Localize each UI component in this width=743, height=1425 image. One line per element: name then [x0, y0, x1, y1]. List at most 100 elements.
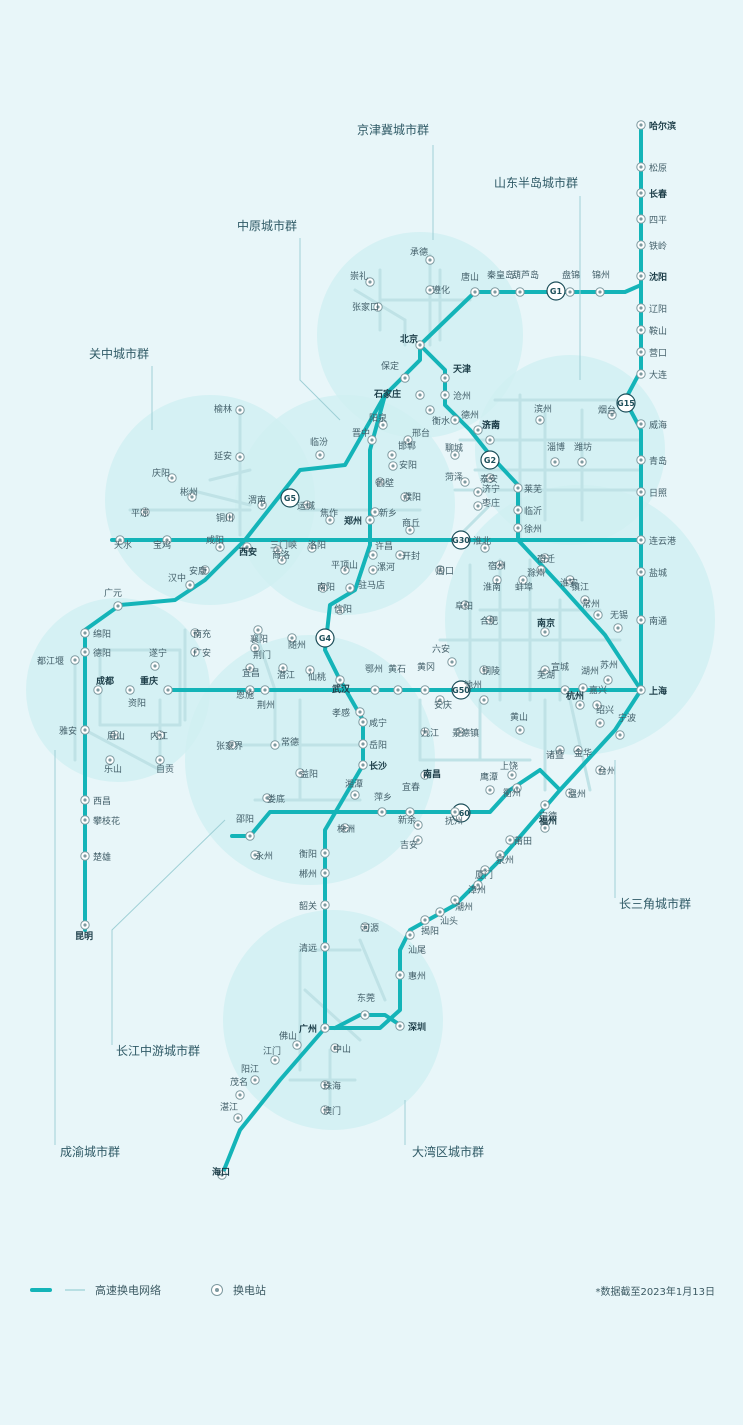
station-label: 荆州: [257, 699, 275, 711]
station-marker-dot: [443, 393, 447, 397]
cluster-label-4: 成渝城市群: [60, 1144, 120, 1159]
station-label: 成都: [96, 675, 114, 687]
station-label: 宁德: [539, 810, 557, 822]
station-label: 滨州: [534, 403, 552, 415]
legend: 高速换电网络 换电站: [30, 1282, 266, 1298]
station-label: 莱芜: [524, 483, 542, 495]
station-label: 延安: [214, 450, 232, 462]
station-marker-dot: [639, 688, 643, 692]
station-label: 荆门: [253, 649, 271, 661]
station-marker-dot: [378, 480, 382, 484]
station-label: 六安: [432, 643, 450, 655]
station-marker-dot: [423, 730, 427, 734]
station-label: 菏泽: [445, 472, 463, 483]
station-marker-dot: [516, 486, 520, 490]
station-marker-dot: [476, 490, 480, 494]
station-marker-dot: [416, 823, 420, 827]
station-marker-dot: [220, 1173, 224, 1177]
station-label: 揭阳: [421, 925, 439, 937]
station-marker-dot: [260, 503, 264, 507]
cluster-label-7: 大湾区城市群: [412, 1144, 484, 1159]
station-label: 哈尔滨: [649, 120, 676, 132]
station-label: 连云港: [649, 535, 676, 547]
station-marker-dot: [416, 838, 420, 842]
station-label: 池州: [464, 679, 482, 691]
station-marker-dot: [358, 710, 362, 714]
station-marker-dot: [482, 668, 486, 672]
station-label: 营口: [649, 347, 667, 359]
cluster-leader-2: [299, 238, 341, 421]
station-marker-dot: [253, 853, 257, 857]
charging-station-icon: [211, 1284, 223, 1296]
station-marker-dot: [428, 288, 432, 292]
station-label: 宣城: [551, 661, 569, 673]
station-label: 沧州: [453, 390, 471, 402]
station-marker-dot: [639, 328, 643, 332]
highway-label-G15: G15: [617, 399, 635, 408]
station-label: 杭州: [566, 690, 584, 702]
station-marker-dot: [323, 851, 327, 855]
station-label: 景德镇: [452, 727, 479, 739]
station-label: 中山: [333, 1043, 351, 1055]
station-label: 襄阳: [250, 633, 268, 645]
station-marker-dot: [568, 578, 572, 582]
station-label: 聊城: [445, 442, 463, 454]
station-marker-dot: [595, 703, 599, 707]
station-marker-dot: [373, 510, 377, 514]
station-label: 自贡: [156, 763, 174, 775]
station-label: 秦皇岛: [487, 269, 514, 281]
station-label: 阜阳: [455, 600, 473, 612]
station-marker-dot: [218, 545, 222, 549]
station-marker-dot: [143, 510, 147, 514]
station-label: 黄冈: [417, 661, 435, 673]
highway-label-G2: G2: [484, 456, 496, 465]
station-marker-dot: [290, 636, 294, 640]
station-marker-dot: [598, 768, 602, 772]
station-marker-dot: [188, 583, 192, 587]
station-marker-dot: [363, 925, 367, 929]
station-marker-dot: [238, 1093, 242, 1097]
station-label: 泉州: [496, 854, 514, 866]
station-label: 长春: [649, 188, 668, 200]
station-label: 咸宁: [369, 717, 387, 729]
station-marker-dot: [396, 688, 400, 692]
station-label: 东莞: [357, 992, 375, 1004]
station-marker-dot: [543, 826, 547, 830]
station-marker-dot: [553, 460, 557, 464]
station-marker-dot: [373, 688, 377, 692]
station-marker-dot: [391, 464, 395, 468]
station-label: 温州: [568, 789, 586, 800]
station-label: 宿迁: [537, 553, 555, 565]
station-label: 淮北: [473, 536, 491, 547]
station-marker-dot: [576, 748, 580, 752]
trunk-highway-5: [333, 1013, 402, 1030]
station-marker-dot: [230, 743, 234, 747]
station-label: 三门峡: [270, 539, 297, 551]
station-marker-dot: [253, 646, 257, 650]
highway-badge-G4: [315, 628, 335, 648]
station-label: 承德: [410, 246, 428, 258]
station-label: 长沙: [369, 760, 387, 772]
minor-road-27: [253, 628, 277, 692]
station-marker-dot: [510, 773, 514, 777]
station-marker-dot: [263, 688, 267, 692]
highway-badge-G50: [451, 680, 471, 700]
station-label: 唐山: [461, 271, 479, 283]
station-marker-dot: [368, 518, 372, 522]
station-label: 诸暨: [546, 750, 564, 761]
highway-badge-G5: [280, 488, 300, 508]
station-label: 湛江: [220, 1102, 238, 1113]
station-marker-dot: [273, 1058, 277, 1062]
station-label: 信阳: [334, 603, 352, 615]
station-marker-dot: [616, 626, 620, 630]
highway-badge-G15: [616, 393, 636, 413]
station-marker-dot: [438, 568, 442, 572]
station-marker-dot: [639, 165, 643, 169]
station-label: 萍乡: [374, 792, 392, 803]
station-label: 新乡: [379, 507, 397, 519]
station-label: 石家庄: [373, 388, 401, 400]
cluster-area-3: [105, 395, 315, 605]
station-label: 重庆: [140, 675, 158, 687]
station-marker-dot: [639, 372, 643, 376]
station-label: 永州: [255, 850, 273, 862]
